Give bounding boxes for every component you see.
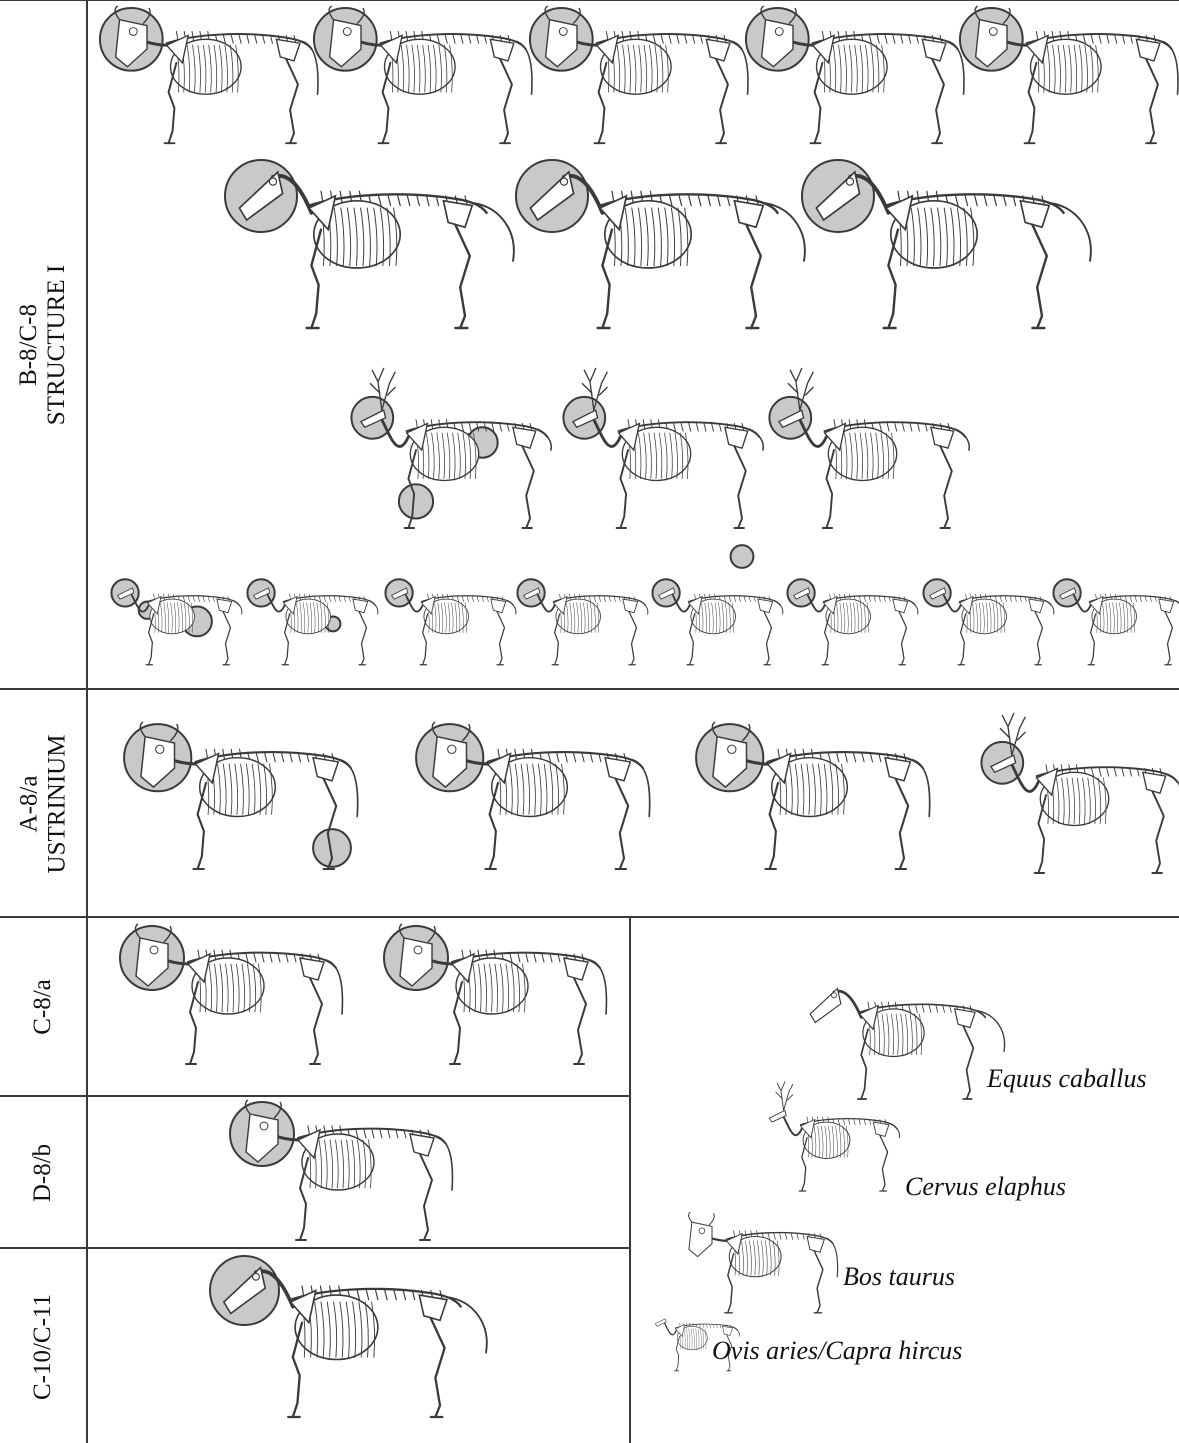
highlight-circle bbox=[731, 545, 754, 568]
cattle-skeleton bbox=[124, 722, 358, 869]
horse-skeleton bbox=[802, 160, 1091, 328]
horse-skeleton bbox=[210, 1256, 487, 1417]
cattle-skeleton bbox=[230, 1100, 452, 1240]
deer-skeleton bbox=[563, 368, 763, 568]
cattle-skeleton bbox=[100, 6, 318, 143]
deer-skeleton bbox=[981, 713, 1179, 873]
sheep-skeleton bbox=[787, 579, 917, 665]
cattle-skeleton bbox=[689, 1212, 838, 1313]
cattle-skeleton bbox=[696, 722, 930, 869]
sheep-skeleton bbox=[385, 579, 515, 665]
sheep-skeleton bbox=[247, 579, 377, 665]
sheep-skeleton bbox=[923, 579, 1053, 665]
highlight-circle bbox=[399, 484, 433, 518]
sheep-skeleton bbox=[1053, 579, 1179, 665]
cattle-skeleton bbox=[416, 722, 650, 869]
cattle-skeleton bbox=[530, 6, 748, 143]
deer-skeleton bbox=[769, 1082, 899, 1191]
sheep-skeleton bbox=[517, 579, 647, 665]
sheep-skeleton bbox=[655, 1319, 739, 1371]
cattle-skeleton bbox=[120, 924, 342, 1064]
cattle-skeleton bbox=[384, 924, 606, 1064]
horse-skeleton bbox=[516, 160, 805, 328]
deer-skeleton bbox=[769, 368, 969, 528]
sheep-skeleton bbox=[111, 579, 241, 665]
sheep-skeleton bbox=[652, 579, 782, 665]
horse-skeleton bbox=[810, 989, 1004, 1100]
deer-skeleton bbox=[351, 368, 551, 528]
horse-skeleton bbox=[225, 160, 514, 328]
cattle-skeleton bbox=[960, 6, 1178, 143]
cattle-skeleton bbox=[746, 6, 964, 143]
cattle-skeleton bbox=[314, 6, 532, 143]
